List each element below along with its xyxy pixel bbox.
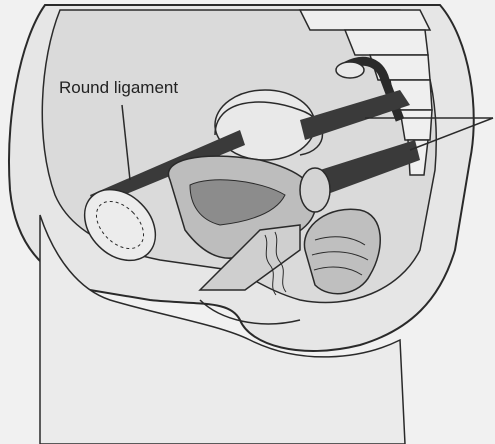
ureter-opening — [336, 62, 364, 78]
cervix — [300, 168, 330, 212]
round-ligament-label: Round ligament — [59, 78, 178, 98]
